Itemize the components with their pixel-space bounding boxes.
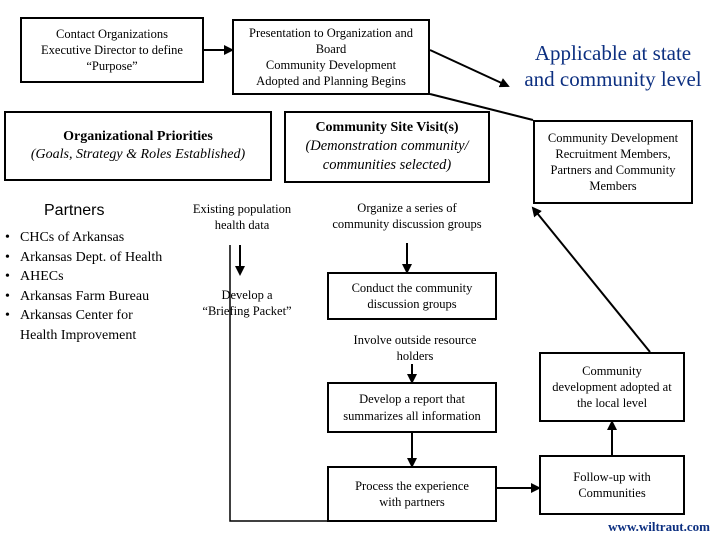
website-url: www.wiltraut.com (608, 519, 710, 534)
briefing-line: “Briefing Packet” (202, 304, 292, 319)
organize-line: community discussion groups (332, 217, 482, 232)
presentation-line: Presentation to Organization and (249, 25, 413, 40)
contact-organizations-box: Contact Organizations Executive Director… (20, 17, 204, 83)
recruitment-line: Community Development (547, 130, 679, 145)
partner-item: Arkansas Center for (5, 306, 162, 326)
partner-item: Arkansas Farm Bureau (5, 287, 162, 307)
contact-line: Contact Organizations (56, 26, 168, 41)
organize-line: Organize a series of (357, 201, 457, 215)
process-experience-box: Process the experience with partners (327, 466, 497, 522)
contact-line: “Purpose” (86, 59, 138, 74)
arrow-presentation-to-applicable (429, 49, 510, 88)
arrow-adopted-to-recruitment (531, 206, 651, 353)
priorities-title: Organizational Priorities (63, 128, 213, 144)
partner-item: Arkansas Dept. of Health (5, 248, 162, 268)
involve-line: holders (396, 349, 434, 364)
partner-item: AHECs (5, 267, 162, 287)
partners-list: CHCs of Arkansas Arkansas Dept. of Healt… (0, 228, 162, 345)
adopted-line: development adopted at (552, 379, 672, 394)
recruitment-line: Members (589, 179, 637, 194)
briefing-packet-label: Develop a “Briefing Packet” (188, 287, 306, 320)
briefing-line: Develop a (221, 288, 273, 302)
existing-line: health data (214, 218, 270, 233)
contact-line: Executive Director to define (41, 42, 183, 57)
applicable-line: and community level (524, 67, 702, 92)
existing-data-label: Existing population health data (183, 201, 301, 234)
site-visit-title: Community Site Visit(s) (315, 120, 459, 136)
partners-title: Partners (44, 202, 105, 219)
report-line: summarizes all information (343, 408, 481, 423)
conduct-line: discussion groups (367, 297, 457, 311)
community-adopted-box: Community development adopted at the loc… (539, 352, 685, 422)
line-recruitment-to-presentation (429, 93, 534, 121)
conduct-line: Conduct the community (351, 280, 473, 295)
presentation-line: Community Development (265, 58, 397, 72)
partner-item-continued: Health Improvement (20, 327, 137, 343)
follow-up-box: Follow-up with Communities (539, 455, 685, 515)
involve-line: Involve outside resource (353, 333, 477, 347)
partner-item: CHCs of Arkansas (5, 228, 162, 248)
applicable-line: Applicable at state (534, 41, 692, 65)
site-visit-subtitle: communities selected) (322, 157, 452, 174)
site-visit-subtitle: (Demonstration community/ (305, 138, 469, 155)
priorities-subtitle: (Goals, Strategy & Roles Established) (30, 147, 246, 162)
develop-report-box: Develop a report that summarizes all inf… (327, 382, 497, 433)
process-line: with partners (379, 495, 445, 509)
report-line: Develop a report that (359, 392, 465, 407)
adopted-line: the local level (576, 396, 648, 411)
presentation-line: Board (315, 41, 347, 56)
applicable-heading: Applicable at state and community level (508, 40, 718, 93)
line-existing-to-organize (229, 245, 327, 522)
presentation-line: Adopted and Planning Begins (256, 74, 406, 89)
presentation-box: Presentation to Organization and Board C… (232, 19, 430, 95)
recruitment-line: Recruitment Members, (555, 146, 671, 161)
followup-line: Follow-up with (573, 469, 651, 484)
followup-line: Communities (578, 486, 646, 500)
involve-resources-label: Involve outside resource holders (334, 332, 496, 365)
process-line: Process the experience (355, 478, 469, 493)
recruitment-line: Partners and Community (550, 163, 676, 177)
conduct-discussion-box: Conduct the community discussion groups (327, 272, 497, 320)
organizational-priorities-box: Organizational Priorities (Goals, Strate… (4, 111, 272, 181)
existing-line: Existing population (192, 202, 292, 216)
community-site-visit-box: Community Site Visit(s) (Demonstration c… (284, 111, 490, 183)
organize-discussion-label: Organize a series of community discussio… (318, 200, 496, 233)
adopted-line: Community (582, 363, 642, 378)
recruitment-members-box: Community Development Recruitment Member… (533, 120, 693, 204)
